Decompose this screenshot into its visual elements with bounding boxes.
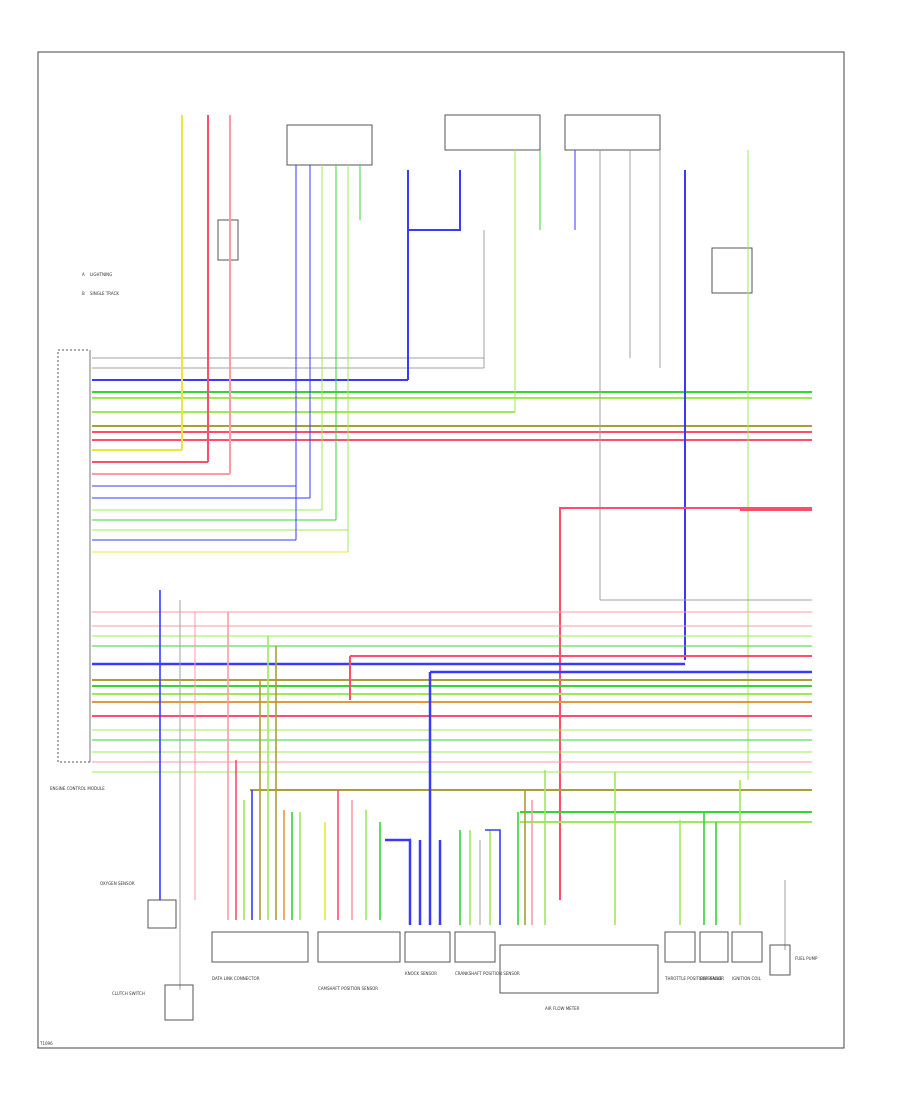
footer-code: T1096 xyxy=(39,1041,53,1046)
wires-upper xyxy=(92,357,812,553)
module-label-maf: AIR FLOW METER xyxy=(545,1006,580,1011)
legend-text-b: SINGLE TRACK xyxy=(90,291,119,296)
module-label-o2: OXYGEN SENSOR xyxy=(100,881,135,886)
wires-lower xyxy=(92,611,812,823)
module-label-clutch: CLUTCH SWITCH xyxy=(112,991,145,996)
legend-text-a: LIGHTNING xyxy=(90,272,112,277)
module-labels: DATA LINK CONNECTOR CAMSHAFT POSITION SE… xyxy=(100,881,818,1011)
module-label-cmp: CAMSHAFT POSITION SENSOR xyxy=(318,986,378,991)
module-label-coil: IGNITION COIL xyxy=(732,976,762,981)
module-label-tps: THROTTLE POSITION SENSOR xyxy=(664,976,724,981)
diagram-frame xyxy=(37,51,845,1049)
wires-vertical-upper xyxy=(181,115,812,780)
legend-key-a: A xyxy=(82,272,85,277)
module-label-ckp: CRANKSHAFT POSITION SENSOR xyxy=(455,971,520,976)
legend-key-b: B xyxy=(82,291,85,296)
ecm-label: ENGINE CONTROL MODULE xyxy=(50,786,105,791)
wires-vertical-lower xyxy=(159,590,786,990)
module-label-pump: FUEL PUMP xyxy=(795,956,818,961)
wires-mid xyxy=(559,507,812,900)
ecm-connector: ENGINE CONTROL MODULE xyxy=(50,349,105,791)
top-components xyxy=(217,114,753,294)
module-label-knock: KNOCK SENSOR xyxy=(405,971,437,976)
module-label-egr: EGR VALVE xyxy=(700,976,722,981)
bottom-components xyxy=(147,899,791,1021)
module-label-dlc: DATA LINK CONNECTOR xyxy=(212,976,260,981)
legend: A LIGHTNING B SINGLE TRACK xyxy=(82,272,119,296)
